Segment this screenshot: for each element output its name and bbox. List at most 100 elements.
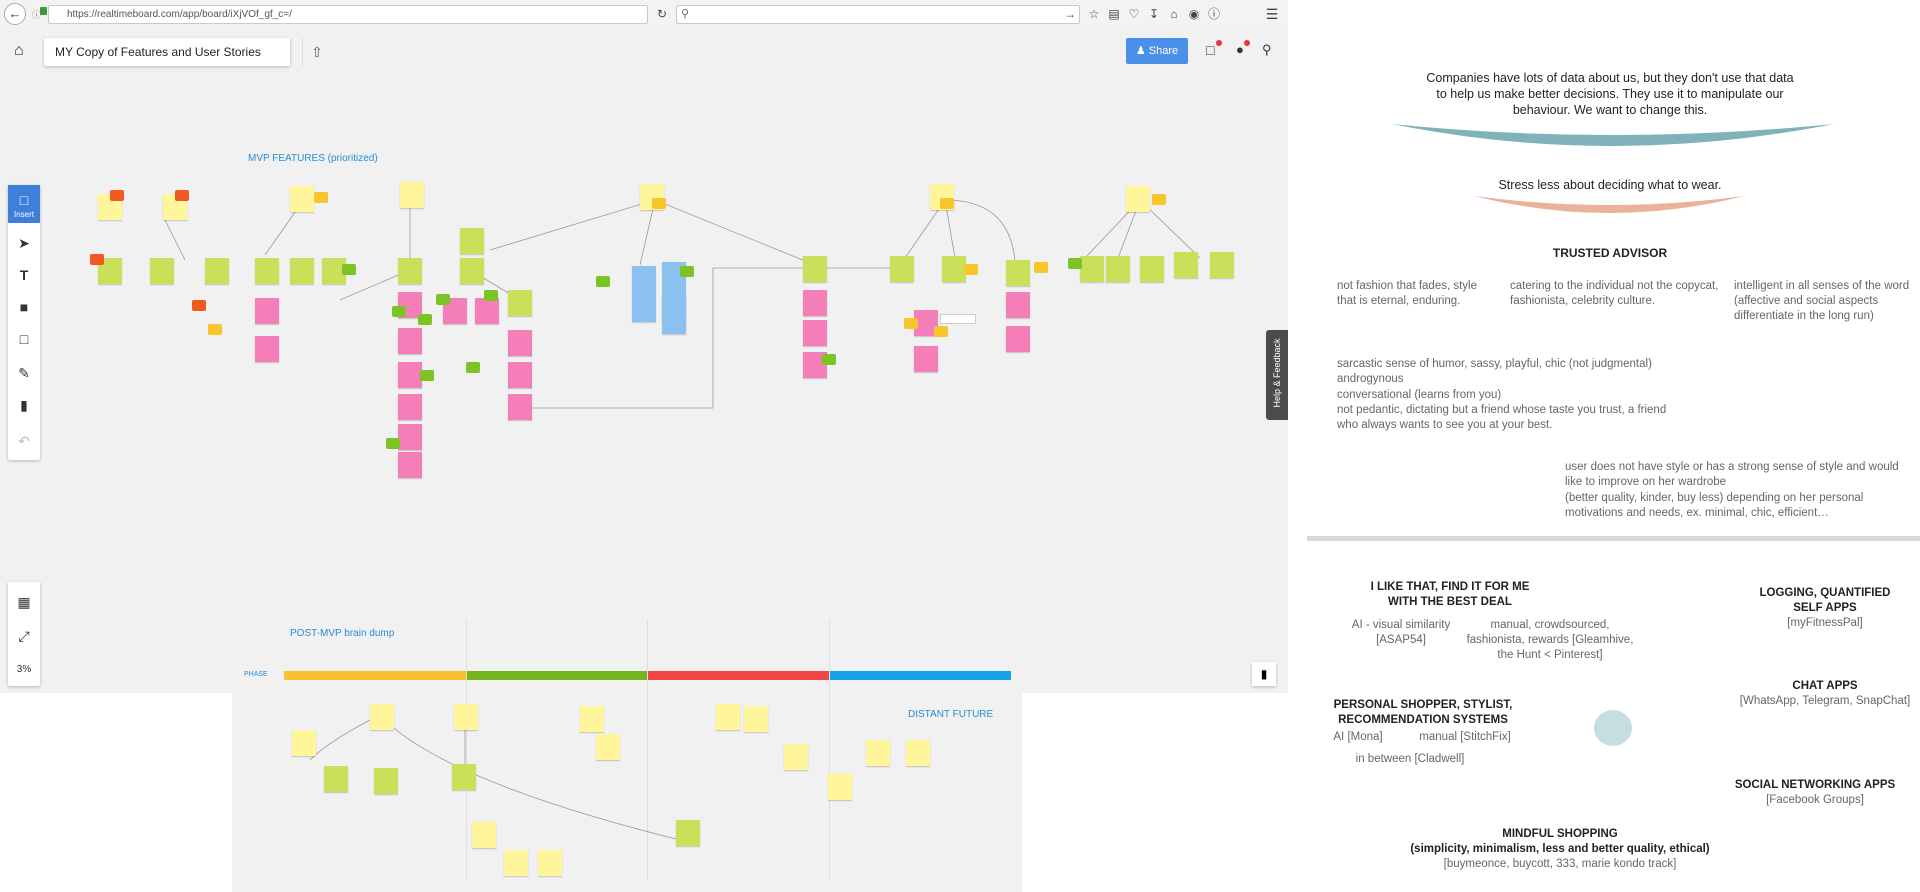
- sticky-note[interactable]: [398, 258, 422, 284]
- cursor-icon[interactable]: ➤: [18, 235, 30, 251]
- comment-marker[interactable]: [392, 306, 406, 317]
- sticky-note[interactable]: [1140, 256, 1164, 282]
- text-icon[interactable]: T: [19, 267, 29, 283]
- sticky-note[interactable]: [400, 182, 424, 208]
- back-icon[interactable]: ←: [4, 3, 26, 25]
- comment-marker[interactable]: [208, 324, 222, 335]
- sticky-note[interactable]: [255, 336, 279, 362]
- sticky-note[interactable]: [1174, 252, 1198, 278]
- sticky-note[interactable]: [398, 362, 422, 388]
- comment-marker[interactable]: [418, 314, 432, 325]
- sticky-note[interactable]: [508, 290, 532, 316]
- sticky-note[interactable]: [1006, 260, 1030, 286]
- comment-marker[interactable]: [822, 354, 836, 365]
- reload-icon[interactable]: ↻: [656, 7, 668, 21]
- sticky-note[interactable]: [906, 740, 930, 766]
- forward-icon[interactable]: →: [1064, 7, 1076, 21]
- sticky-note[interactable]: [1006, 292, 1030, 318]
- bookmark-icon[interactable]: ☆: [1088, 7, 1100, 21]
- sticky-note[interactable]: [150, 258, 174, 284]
- help-feedback-tab[interactable]: Help & Feedback: [1266, 330, 1288, 420]
- comment-marker[interactable]: [386, 438, 400, 449]
- board-title-bar[interactable]: MY Copy of Features and User Stories ⇧: [44, 38, 323, 66]
- sticky-note[interactable]: [744, 706, 768, 732]
- comment-marker[interactable]: [652, 198, 666, 209]
- sticky-note[interactable]: [205, 258, 229, 284]
- comment-marker[interactable]: [110, 190, 124, 201]
- sticky-note[interactable]: [828, 774, 852, 800]
- sticky-note[interactable]: [632, 266, 656, 322]
- browser-search-field[interactable]: ⚲: [676, 5, 1080, 24]
- sticky-note[interactable]: [472, 822, 496, 848]
- sticky-note[interactable]: [803, 256, 827, 282]
- sticky-note[interactable]: [324, 766, 348, 792]
- sticky-note[interactable]: [716, 704, 740, 730]
- comment-marker[interactable]: [596, 276, 610, 287]
- board-canvas-lower[interactable]: [232, 693, 1022, 892]
- pocket-icon[interactable]: ♡: [1128, 7, 1140, 21]
- sticky-note[interactable]: [398, 424, 422, 450]
- comment-marker[interactable]: [1034, 262, 1048, 273]
- sticky-note[interactable]: [866, 740, 890, 766]
- sticky-note[interactable]: [374, 768, 398, 794]
- comment-marker[interactable]: [342, 264, 356, 275]
- comment-marker[interactable]: [436, 294, 450, 305]
- sticky-note[interactable]: [803, 290, 827, 316]
- sticky-note[interactable]: [255, 258, 279, 284]
- sticky-note[interactable]: [398, 328, 422, 354]
- pen-icon[interactable]: ✎: [18, 365, 30, 381]
- sticky-note[interactable]: [803, 320, 827, 346]
- sticky-note[interactable]: [1106, 256, 1130, 282]
- templates-icon[interactable]: ▦: [17, 594, 31, 610]
- download-icon[interactable]: ↧: [1148, 7, 1160, 21]
- export-icon[interactable]: ⇧: [302, 38, 331, 66]
- comment-marker[interactable]: [1152, 194, 1166, 205]
- home-icon[interactable]: ⌂: [1170, 7, 1178, 21]
- comment-marker[interactable]: [1068, 258, 1082, 269]
- sticky-note[interactable]: [1210, 252, 1234, 278]
- comment-marker[interactable]: [934, 326, 948, 337]
- info-circle-icon[interactable]: ⓘ: [1207, 7, 1220, 21]
- sticky-note[interactable]: [460, 258, 484, 284]
- chat-icon[interactable]: ◉: [1188, 7, 1200, 21]
- sticky-note[interactable]: [454, 704, 478, 730]
- sticky-note[interactable]: [508, 330, 532, 356]
- url-field[interactable]: https://realtimeboard.com/app/board/iXjV…: [48, 5, 648, 24]
- sticky-note[interactable]: [398, 452, 422, 478]
- sticky-note[interactable]: [508, 362, 532, 388]
- sticky-note[interactable]: [1006, 326, 1030, 352]
- sticky-note[interactable]: [255, 298, 279, 324]
- sticky-note[interactable]: [784, 744, 808, 770]
- comment-marker[interactable]: [466, 362, 480, 373]
- sticky-note[interactable]: [504, 850, 528, 876]
- fit-screen-icon[interactable]: ⤢: [18, 628, 30, 644]
- sticky-note[interactable]: [890, 256, 914, 282]
- activity-icon[interactable]: ●: [1236, 42, 1244, 57]
- sticky-note[interactable]: [398, 394, 422, 420]
- sticky-note[interactable]: [1080, 256, 1104, 282]
- board-home-icon[interactable]: ⌂: [14, 42, 24, 59]
- sticky-note[interactable]: [914, 346, 938, 372]
- sticky-note[interactable]: [538, 850, 562, 876]
- sticky-note[interactable]: [475, 298, 499, 324]
- sticky-note[interactable]: [942, 256, 966, 282]
- zoom-level[interactable]: 3%: [16, 664, 32, 675]
- comment-marker[interactable]: [680, 266, 694, 277]
- sticky-note[interactable]: [290, 186, 314, 212]
- sticky-note[interactable]: [596, 734, 620, 760]
- comment-marker[interactable]: [904, 318, 918, 329]
- sticky-note[interactable]: [580, 706, 604, 732]
- sticky-note[interactable]: [370, 704, 394, 730]
- shape-icon[interactable]: □: [19, 331, 29, 347]
- share-button[interactable]: ♟ Share: [1126, 38, 1188, 64]
- sticky-note[interactable]: [508, 394, 532, 420]
- comment-marker[interactable]: [314, 192, 328, 203]
- sticky-note[interactable]: [676, 820, 700, 846]
- comment-marker[interactable]: [484, 290, 498, 301]
- comment-marker[interactable]: [964, 264, 978, 275]
- comment-icon[interactable]: ▮: [20, 397, 28, 413]
- board-search-icon[interactable]: ⚲: [1262, 42, 1272, 57]
- sticky-note[interactable]: [1126, 186, 1150, 212]
- insert-button[interactable]: □ Insert: [8, 185, 40, 223]
- sticky-icon[interactable]: ■: [19, 299, 29, 315]
